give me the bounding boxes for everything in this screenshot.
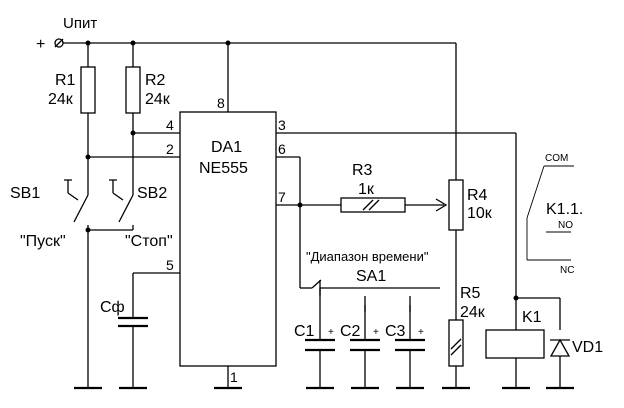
junction-dot	[130, 130, 136, 136]
resistor-r1: R1 24к	[48, 66, 96, 114]
ic-pin-8: 8	[217, 95, 225, 111]
capacitor-cf: Сф	[100, 299, 148, 328]
resistor-r5-value: 24к	[460, 304, 486, 321]
capacitor-cf-ref: Сф	[100, 299, 125, 316]
resistor-r5-ref: R5	[460, 285, 481, 302]
switch-sb2-caption: "Стоп"	[125, 233, 173, 250]
potentiometer-r4-body	[448, 179, 464, 231]
relay-contact-k1-1: COM NO NC K1.1.	[526, 153, 583, 276]
resistor-r5-mark	[450, 338, 462, 350]
capacitor-c3-ref: C3	[385, 323, 406, 340]
supply-label: Uпит	[63, 15, 97, 32]
switch-sb2-actuator	[109, 179, 124, 201]
resistor-r3-value: 1к	[358, 181, 375, 198]
supply-terminal: + Uпит	[36, 15, 97, 53]
resistor-r3-mark	[362, 199, 374, 211]
resistor-r5-mark	[450, 344, 462, 356]
resistor-r2-ref: R2	[145, 72, 166, 89]
junction-dots	[85, 40, 519, 301]
switch-sb2-contact	[118, 194, 134, 223]
relay-k1: K1	[485, 309, 545, 359]
ic-pin-5: 5	[166, 257, 174, 273]
switch-sa1-caption: "Диапазон времени"	[306, 249, 429, 264]
resistor-r2: R2 24к	[125, 66, 171, 114]
junction-dot	[85, 227, 91, 233]
relay-contact-com-label: COM	[545, 153, 568, 164]
resistor-r2-body	[125, 66, 141, 114]
ic-da1-body	[179, 111, 277, 367]
relay-contact-ref: K1.1.	[546, 201, 583, 218]
ic-pin-2: 2	[166, 141, 174, 157]
junction-dot	[225, 40, 231, 46]
relay-k1-coil	[485, 329, 545, 359]
switch-sb1-actuator	[64, 179, 79, 201]
junction-dot	[130, 40, 136, 46]
resistor-r1-body	[80, 66, 96, 114]
potentiometer-r4-wiper-arrow	[435, 198, 448, 212]
ic-pin-7: 7	[278, 189, 286, 205]
ic-pin-3: 3	[278, 117, 286, 133]
resistor-r2-value: 24к	[145, 91, 171, 108]
switch-sa1: "Диапазон времени" SA1	[306, 249, 429, 312]
switch-sb1-contact	[73, 194, 89, 223]
junction-dot	[513, 295, 519, 301]
switch-sb2-ref: SB2	[137, 185, 167, 202]
diode-vd1-triangle	[549, 338, 571, 357]
diode-vd1: VD1	[549, 338, 603, 357]
potentiometer-r4: R4 10к	[435, 179, 493, 231]
potentiometer-r4-value: 10к	[467, 205, 493, 222]
capacitor-c3-plus: +	[418, 327, 424, 338]
ic-pin-1: 1	[230, 369, 238, 385]
capacitor-c1: C1 +	[294, 323, 335, 352]
capacitor-c1-ref: C1	[294, 323, 315, 340]
ic-da1-type: NE555	[199, 160, 248, 177]
capacitor-c3: C3 +	[385, 323, 425, 352]
switch-sb1-ref: SB1	[10, 185, 40, 202]
capacitor-c1-plus: +	[328, 327, 334, 338]
switch-sb2: SB2 "Стоп"	[109, 179, 173, 250]
junction-dot	[85, 154, 91, 160]
resistor-r3-body	[340, 197, 406, 213]
switch-sa1-ref: SA1	[356, 268, 386, 285]
resistor-r3: R3 1к	[340, 162, 406, 213]
potentiometer-r4-ref: R4	[467, 187, 488, 204]
resistor-r1-ref: R1	[55, 72, 76, 89]
ic-da1: DA1 NE555 8 4 2 5 3 6 7 1	[166, 95, 286, 385]
switch-sb1-caption: "Пуск"	[20, 233, 66, 250]
relay-contact-arm	[526, 165, 545, 219]
junction-dot	[85, 40, 91, 46]
resistor-r5-body	[448, 319, 464, 367]
ic-da1-ref: DA1	[211, 139, 242, 156]
resistor-r3-mark	[368, 199, 380, 211]
capacitor-c2-ref: C2	[340, 323, 361, 340]
supply-plus-sign: +	[36, 36, 45, 53]
resistor-r3-ref: R3	[352, 162, 373, 179]
resistor-r1-value: 24к	[48, 91, 74, 108]
capacitor-c2: C2 +	[340, 323, 380, 352]
capacitor-c2-plus: +	[373, 327, 379, 338]
diode-vd1-ref: VD1	[572, 339, 603, 356]
relay-contact-nc-label: NC	[560, 265, 574, 276]
switch-sb1: SB1 "Пуск"	[10, 179, 89, 250]
relay-contact-no-label: NO	[558, 220, 573, 231]
supply-terminal-slash	[54, 38, 64, 48]
relay-k1-ref: K1	[522, 309, 542, 326]
junction-dot	[297, 202, 303, 208]
ic-pin-6: 6	[278, 141, 286, 157]
resistor-r5: R5 24к	[448, 285, 486, 367]
ic-pin-4: 4	[166, 117, 174, 133]
